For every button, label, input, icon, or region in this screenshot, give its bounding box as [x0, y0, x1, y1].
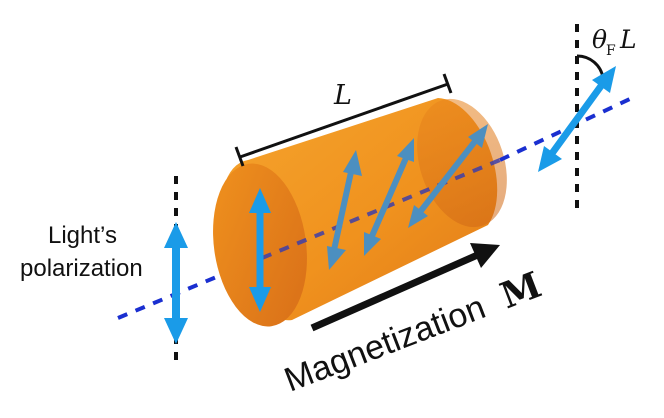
faraday-angle-subscript: F [606, 43, 616, 59]
entrance-polarization-arrow [249, 188, 271, 312]
magnetization-arrow [310, 243, 500, 332]
length-label: L [333, 80, 352, 111]
exit-polarization-arrow [538, 66, 616, 172]
faraday-angle-label: θ F L [592, 25, 637, 59]
light-polarization-label-line2: polarization [20, 255, 143, 282]
incident-polarization-arrow [164, 222, 188, 344]
rotating-polarization-arrow-1 [327, 150, 362, 270]
beam-line-inside [261, 158, 501, 260]
beam-line-right [499, 96, 633, 162]
rotation-angle-arc [576, 54, 605, 79]
light-polarization-label-line1: Light’s [48, 222, 117, 249]
rotating-polarization-arrow-2 [364, 138, 414, 256]
magnetization-symbol: M [495, 264, 547, 317]
length-bracket [234, 73, 453, 167]
faraday-angle-theta: θ [592, 25, 607, 54]
faraday-angle-length: L [619, 25, 637, 54]
rotating-polarization-arrow-3 [408, 124, 488, 228]
beam-line-left [117, 256, 263, 320]
